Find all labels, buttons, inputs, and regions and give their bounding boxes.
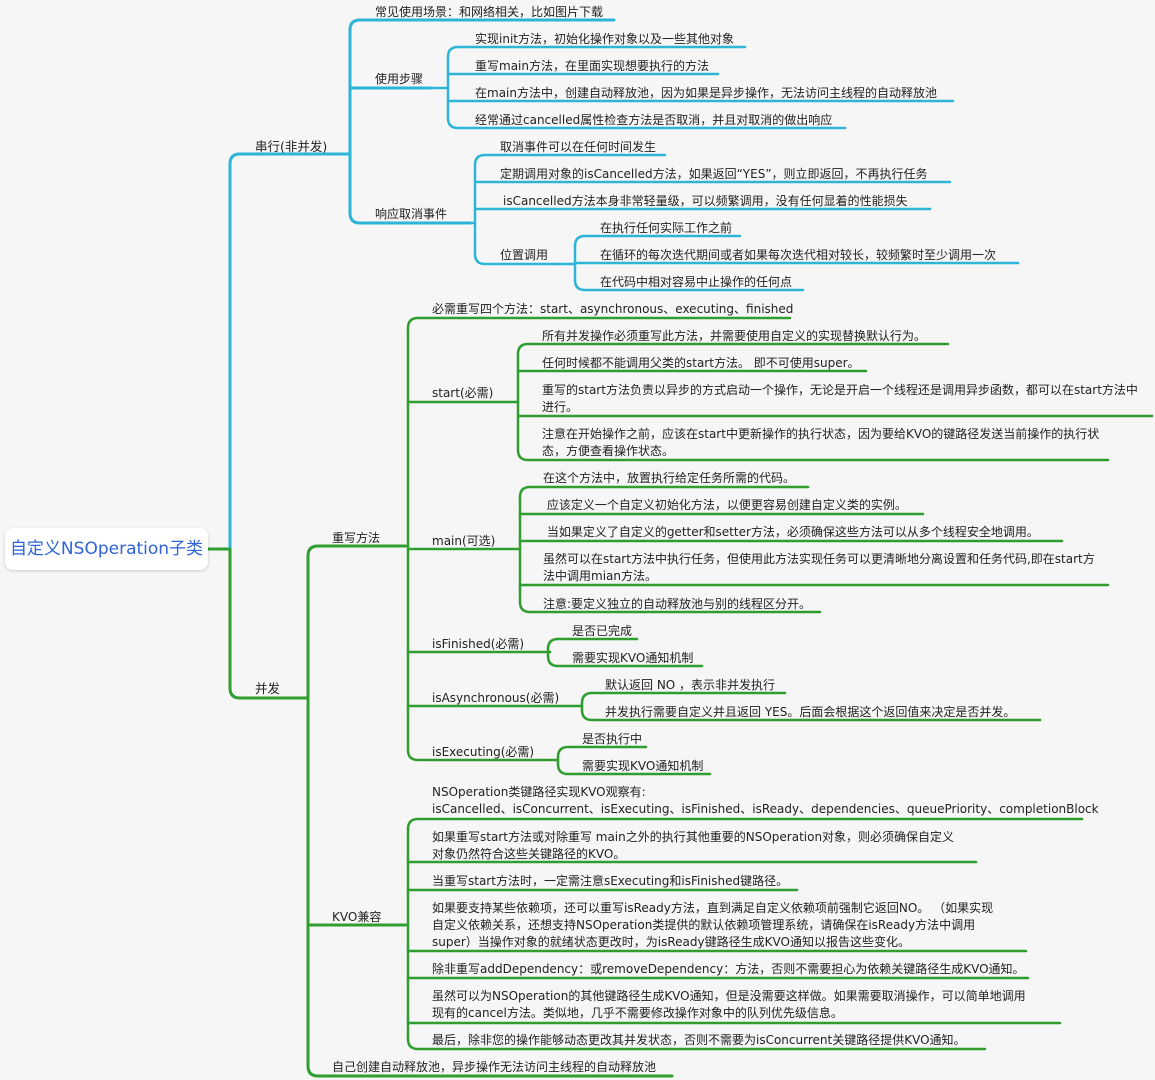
position-item[interactable]: 在执行任何实际工作之前 [600,221,733,235]
kvo-item[interactable]: 如果重写start方法或对除重写 main之外的执行其他重要的NSOperati… [432,830,955,861]
steps-item[interactable]: 在main方法中，创建自动释放池，因为如果是异步操作，无法访问主线程的自动释放池 [475,86,937,100]
kvo-label[interactable]: KVO兼容 [332,910,382,924]
connector-line [228,152,347,551]
main-item[interactable]: 虽然可以在start方法中执行任务，但使用此方法实现任务可以更清晰地分离设置和任… [543,552,1095,583]
isfinished-label[interactable]: isFinished(必需) [432,637,525,651]
cancel-item[interactable]: 定期调用对象的isCancelled方法，如果返回“YES”，则立即返回，不再执… [500,167,928,181]
start-item[interactable]: 重写的start方法负责以异步的方式启动一个操作，无论是开启一个线程还是调用异步… [542,383,1138,414]
steps-item[interactable]: 实现init方法，初始化操作对象以及一些其他对象 [475,32,734,46]
isexecuting-label[interactable]: isExecuting(必需) [432,745,535,759]
serial-steps-label[interactable]: 使用步骤 [375,72,424,86]
connector-line [473,252,555,266]
connector-line [580,691,787,705]
isasynchronous-label[interactable]: isAsynchronous(必需) [432,691,560,705]
kvo-item[interactable]: 如果要支持某些依赖项，还可以重写isReady方法，直到满足自定义依赖项前强制它… [432,901,994,949]
connector-line [546,637,639,651]
connector-line [518,600,822,614]
main-item[interactable]: 当如果定义了自定义的getter和setter方法，必须确保这些方法可以从多个线… [543,525,1039,539]
connector-line [573,234,742,248]
connector-line [516,342,950,356]
connector-line [546,654,704,668]
isexecuting-item[interactable]: 是否执行中 [582,732,643,746]
connector-line [446,45,747,59]
concurrent-branch-label[interactable]: 并发 [255,681,281,696]
connector-line [556,762,712,776]
main-item[interactable]: 在这个方法中，放置执行给定任务所需的代码。 [543,471,796,485]
steps-item[interactable]: 重写main方法，在里面实现想要执行的方法 [475,59,709,73]
cancel-item[interactable]: isCancelled方法本身非常轻量级，可以频繁调用，没有任何显着的性能损失 [503,194,908,208]
autorelease-pool-node[interactable]: 自己创建自动释放池，异步操作无法访问主线程的自动释放池 [332,1060,657,1074]
start-item[interactable]: 任何时候都不能调用父类的start方法。 即不可使用super。 [542,356,860,370]
cancel-position-label[interactable]: 位置调用 [500,248,549,262]
kvo-item[interactable]: 最后，除非您的操作能够动态更改其并发状态，否则不需要为isConcurrent关… [432,1033,966,1047]
isexecuting-item[interactable]: 需要实现KVO通知机制 [582,759,704,773]
connector-line [516,448,1110,462]
start-item[interactable]: 所有并发操作必须重写此方法，并需要使用自定义的实现替换默认行为。 [542,329,927,343]
override-four-methods[interactable]: 必需重写四个方法：start、asynchronous、executing、fi… [432,302,794,316]
isfinished-item[interactable]: 需要实现KVO通知机制 [572,651,694,665]
connector-line [348,211,472,225]
start-item[interactable]: 注意在开始操作之前，应该在start中更新操作的执行状态，因为要给KVO的键路径… [542,427,1100,458]
connector-line [406,316,792,330]
root-node[interactable]: 自定义NSOperation子类 [5,528,208,570]
connector-line [446,116,847,130]
steps-item[interactable]: 经常通过cancelled属性检查方法是否取消，并且对取消的做出响应 [475,113,833,127]
position-item[interactable]: 在循环的每次迭代期间或者如果每次迭代相对较长，较频繁时至少调用一次 [600,248,997,262]
main-item[interactable]: 应该定义一个自定义初始化方法，以便更容易创建自定义类的实例。 [543,498,907,512]
main-item[interactable]: 注意:要定义独立的自动释放池与别的线程区分开。 [543,597,812,611]
connector-line [306,1064,674,1078]
main-label[interactable]: main(可选) [432,534,496,548]
connector-line [580,708,1042,722]
connector-line [406,1037,987,1051]
kvo-item[interactable]: 虽然可以为NSOperation的其他键路径生成KVO通知，但是没需要这样做。如… [432,989,1026,1020]
serial-branch-label[interactable]: 串行(非并发) [255,139,328,154]
serial-cancel-label[interactable]: 响应取消事件 [375,207,448,221]
connector-line [573,278,805,292]
isasynchronous-item[interactable]: 默认返回 NO ，表示非并发执行 [605,678,776,692]
connector-line [228,547,307,700]
override-label[interactable]: 重写方法 [332,531,381,545]
isfinished-item[interactable]: 是否已完成 [572,624,633,638]
serial-scene-node[interactable]: 常见使用场景：和网络相关，比如图片下载 [375,5,604,19]
isasynchronous-item[interactable]: 并发执行需要自定义并且返回 YES。后面会根据这个返回值来决定是否并发。 [605,705,1016,719]
connector-line [306,544,407,558]
connector-line [406,817,1084,831]
connector-line [556,745,648,759]
start-label[interactable]: start(必需) [432,386,494,400]
connector-line [518,485,810,499]
connector-line [473,153,667,167]
kvo-item[interactable]: 当重写start方法时，一定需注意sExecuting和isFinished键路… [432,874,789,888]
kvo-item[interactable]: 除非重写addDependency：或removeDependency：方法，否… [432,962,1025,976]
cancel-item[interactable]: 取消事件可以在任何时间发生 [500,140,657,154]
connector-line [348,18,616,32]
position-item[interactable]: 在代码中相对容易中止操作的任何点 [600,275,793,289]
connector-line [406,748,558,762]
kvo-item[interactable]: NSOperation类键路径实现KVO观察有: isCancelled、isC… [432,785,1099,816]
